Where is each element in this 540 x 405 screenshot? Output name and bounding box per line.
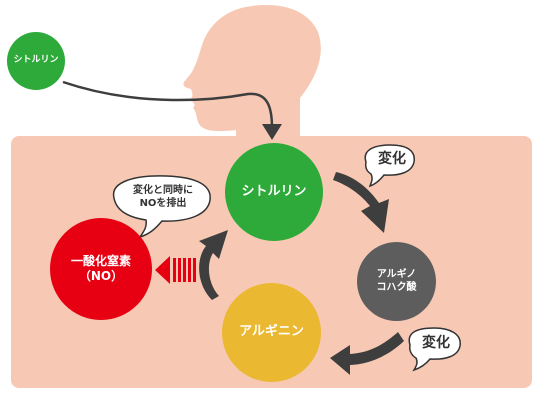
arrow-to-arginine (330, 332, 404, 375)
citrulline-intake-label: シトルリン (13, 55, 59, 66)
change-bubble-top-text: 変化 (378, 151, 406, 167)
argininosuccinate-node: アルギノ コハク酸 (357, 242, 436, 321)
citrulline-node: シトルリン (225, 143, 323, 241)
arginine-label: アルギニン (239, 324, 304, 340)
arrow-to-argininosuccinate (333, 172, 389, 233)
nitric-oxide-label: 一酸化窒素 （NO） (70, 254, 131, 283)
change-bubble-bottom (408, 327, 461, 372)
intake-arrow (62, 80, 274, 129)
intake-arrowhead (262, 124, 282, 140)
release-bubble-text: 変化と同時に NOを排出 (133, 185, 193, 209)
citrulline-label: シトルリン (241, 183, 307, 199)
citrulline-intake-node: シトルリン (7, 32, 65, 90)
release-bubble (112, 175, 211, 239)
nitric-oxide-node: 一酸化窒素 （NO） (50, 218, 152, 320)
change-bubble-bottom-text: 変化 (422, 335, 450, 351)
argininosuccinate-label: アルギノ コハク酸 (376, 269, 417, 293)
arginine-node: アルギニン (222, 283, 321, 382)
arrow-to-citrulline (199, 230, 228, 300)
no-release-arrow (155, 256, 196, 284)
change-bubble-top (364, 144, 415, 188)
